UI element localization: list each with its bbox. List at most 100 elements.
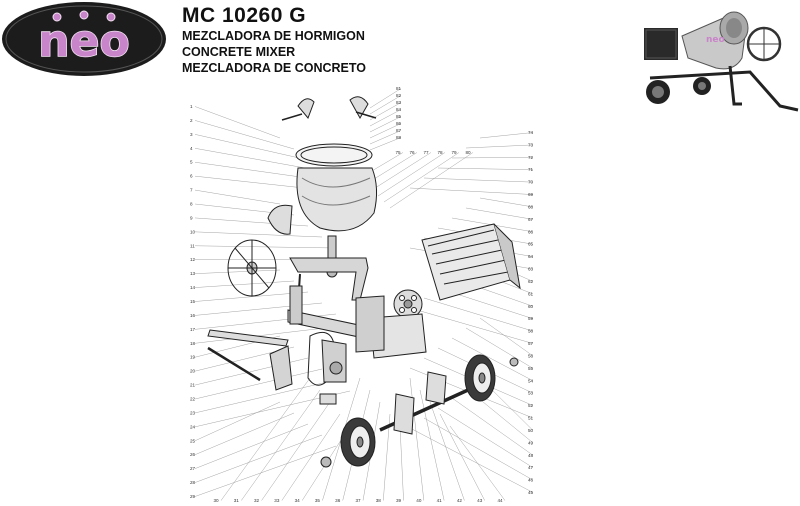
svg-text:neo: neo xyxy=(706,35,725,45)
part-number-label: 71 xyxy=(528,167,534,172)
callout-leader-line xyxy=(383,152,460,203)
callout-leader-line xyxy=(194,269,281,274)
part-number-label: 17 xyxy=(190,327,196,332)
part-number-label: 73 xyxy=(528,142,534,147)
part-number-label: 52 xyxy=(528,403,534,408)
callout-leader-line xyxy=(437,167,534,170)
title-block: MC 10260 G MEZCLADORA DE HORMIGON CONCRE… xyxy=(182,4,366,76)
part-number-label: 86 xyxy=(396,121,402,126)
callout-leader-line xyxy=(423,177,534,183)
callout-leader-line xyxy=(369,88,402,109)
part-number-label: 15 xyxy=(190,299,196,304)
callout-leader-line xyxy=(423,297,534,332)
part-number-label: 42 xyxy=(457,498,463,503)
part-number-label: 46 xyxy=(528,478,534,483)
part-number-label: 30 xyxy=(213,498,219,503)
part-number-label: 3 xyxy=(190,132,193,137)
callout-leader-line xyxy=(409,377,425,501)
callout-leader-line xyxy=(377,152,446,197)
part-number-label: 55 xyxy=(528,366,534,371)
subtitle-es-alt: MEZCLADORA DE CONCRETO xyxy=(182,61,367,75)
part-number-label: 19 xyxy=(190,355,196,360)
model-number: MC 10260 G xyxy=(182,4,307,27)
part-number-label: 51 xyxy=(528,416,534,421)
part-number-label: 9 xyxy=(190,215,193,220)
callout-leader-line xyxy=(399,425,404,501)
part-number-label: 82 xyxy=(396,93,402,98)
part-number-label: 2 xyxy=(190,118,193,123)
part-number-label: 83 xyxy=(396,100,402,105)
callout-leader-line xyxy=(369,109,402,127)
tow-handle xyxy=(207,329,289,382)
hub-hardware xyxy=(319,357,519,468)
callout-leader-line xyxy=(194,412,295,455)
exploded-parts-diagram: 1234567891011121314151617181920212223242… xyxy=(190,86,534,503)
part-number-label: 6 xyxy=(190,174,193,179)
part-number-label: 54 xyxy=(528,378,534,383)
callout-leader-line xyxy=(429,401,465,501)
part-number-label: 81 xyxy=(396,86,402,91)
callout-leader-line xyxy=(369,95,402,115)
gearbox xyxy=(321,339,347,383)
callout-leader-line xyxy=(220,377,311,501)
part-number-label: 49 xyxy=(528,440,534,445)
callout-leader-line xyxy=(451,337,534,381)
part-number-label: 75 xyxy=(395,150,401,155)
callout-leader-line xyxy=(369,137,402,151)
part-number-label: 70 xyxy=(528,180,534,185)
callout-leader-line xyxy=(369,130,402,145)
part-number-label: 68 xyxy=(528,204,534,209)
part-number-label: 64 xyxy=(528,254,534,259)
chassis-frame xyxy=(287,285,427,359)
callout-leader-line xyxy=(194,423,309,469)
part-number-label: 12 xyxy=(190,257,196,262)
callout-leader-line xyxy=(451,157,534,159)
handwheel xyxy=(227,239,277,297)
callout-leader-line xyxy=(369,116,402,133)
part-number-label: 57 xyxy=(528,341,534,346)
part-number-label: 11 xyxy=(190,243,195,248)
pulley xyxy=(393,289,423,319)
part-number-label: 26 xyxy=(190,452,196,457)
part-number-label: 8 xyxy=(190,202,193,207)
part-number-label: 7 xyxy=(190,188,193,193)
callout-leader-line xyxy=(465,327,534,369)
callout-leader-line xyxy=(389,152,474,209)
part-number-label: 4 xyxy=(190,146,193,151)
part-number-label: 22 xyxy=(190,397,196,402)
callout-leader-line xyxy=(409,427,534,493)
motor-cover xyxy=(421,223,521,301)
part-number-label: 21 xyxy=(190,383,196,388)
concrete-mixer-photo: neo xyxy=(644,11,799,112)
part-number-label: 61 xyxy=(528,291,534,296)
part-number-label: 34 xyxy=(295,498,301,503)
callout-leader-line xyxy=(194,379,337,414)
part-number-label: 44 xyxy=(497,498,503,503)
callout-leader-line xyxy=(281,413,341,501)
part-number-label: 56 xyxy=(528,353,534,358)
part-number-label: 5 xyxy=(190,160,193,165)
part-number-label: 29 xyxy=(190,494,196,499)
stand-leg xyxy=(269,345,293,391)
callout-leader-line xyxy=(409,307,534,344)
part-number-label: 65 xyxy=(528,242,534,247)
callout-leader-line xyxy=(194,368,323,400)
callout-leader-line xyxy=(261,401,331,501)
rear-wheel xyxy=(464,354,496,402)
part-number-label: 63 xyxy=(528,267,534,272)
part-number-label: 32 xyxy=(254,498,260,503)
pinion-guard xyxy=(267,204,293,235)
part-number-label: 53 xyxy=(528,391,534,396)
callout-leader-line xyxy=(409,187,534,195)
mixing-blades xyxy=(281,96,377,121)
part-number-label: 38 xyxy=(376,498,382,503)
callout-leader-line xyxy=(451,397,534,456)
part-number-label: 67 xyxy=(528,217,534,222)
callout-leader-line xyxy=(194,291,309,302)
part-number-label: 43 xyxy=(477,498,483,503)
part-number-label: 35 xyxy=(315,498,321,503)
part-number-label: 78 xyxy=(437,150,443,155)
part-number-label: 74 xyxy=(528,130,534,135)
neo-logo: neo xyxy=(2,2,166,76)
callout-leader-line xyxy=(383,413,391,501)
